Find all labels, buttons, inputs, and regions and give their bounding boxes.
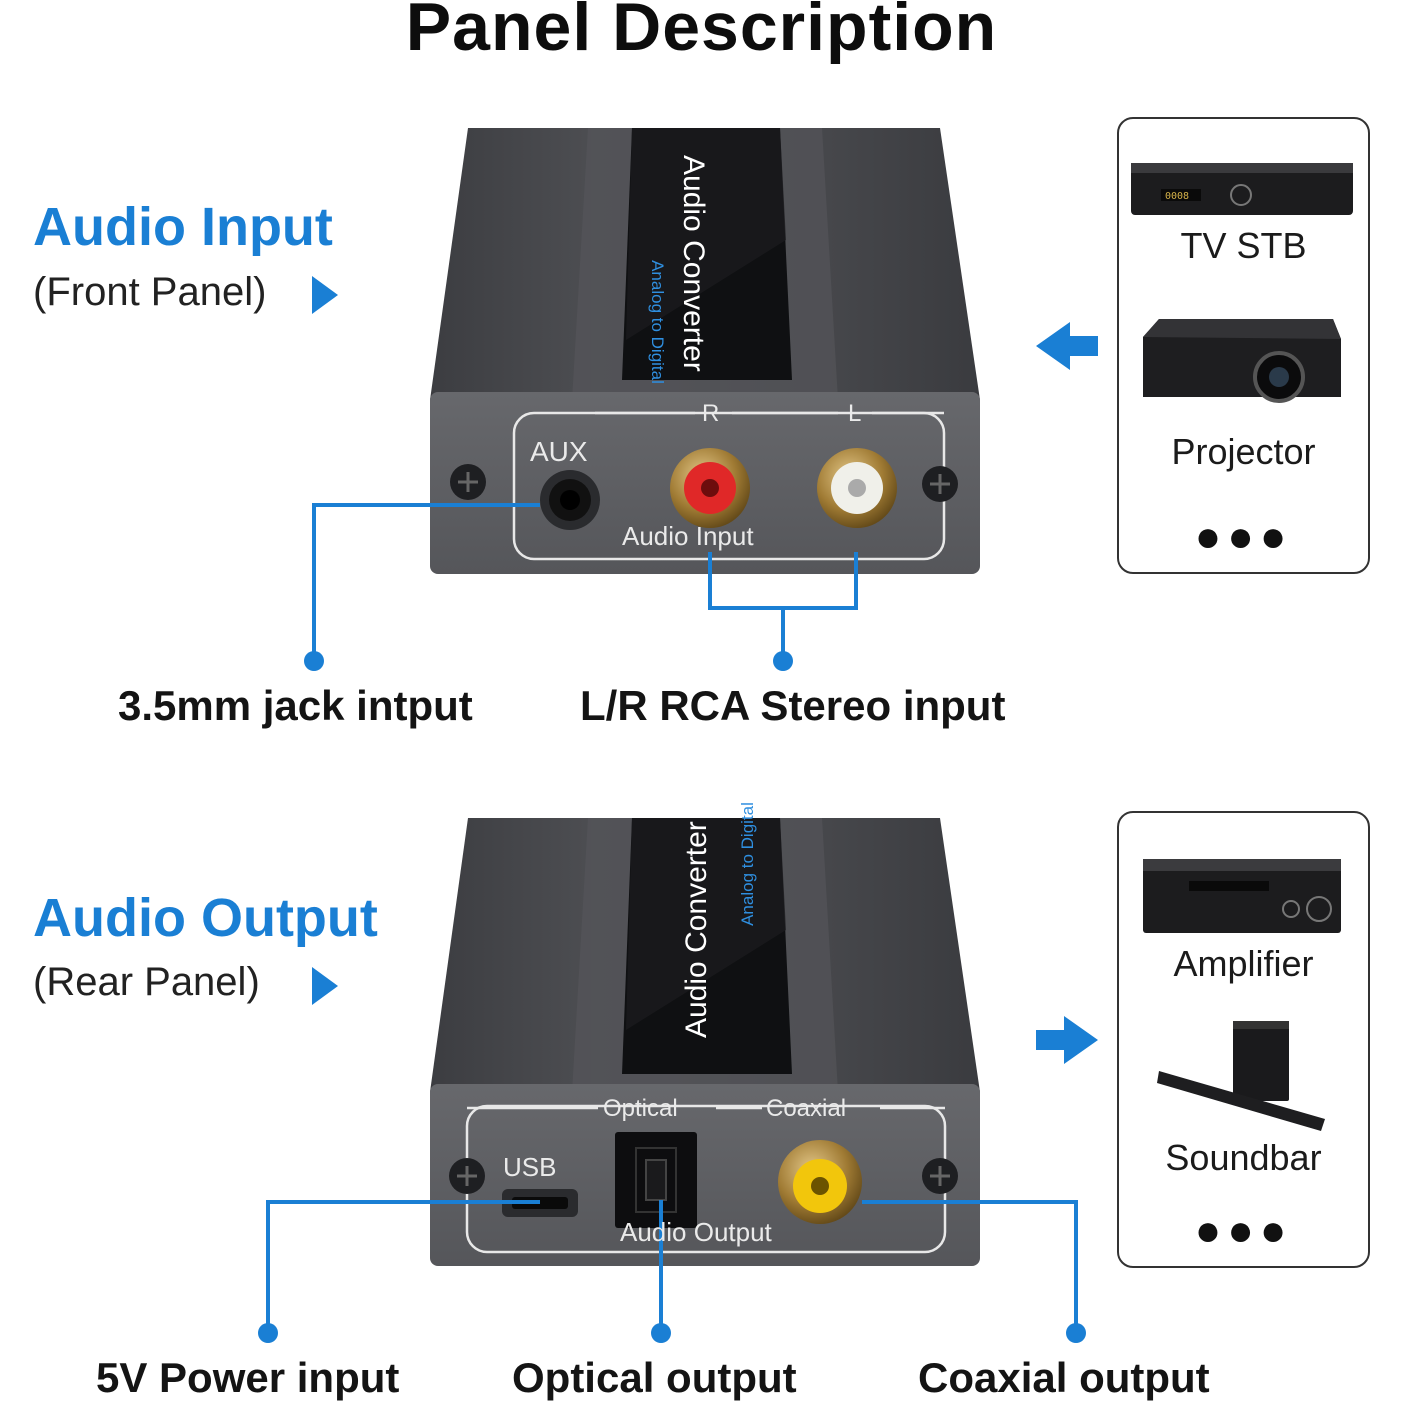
rear-face [430, 1084, 980, 1266]
play-triangle-icon [312, 967, 338, 1005]
callout-coaxial-output: Coaxial output [918, 1354, 1210, 1401]
target-label-amplifier: Amplifier [1173, 943, 1314, 984]
callout-rca-stereo-input: L/R RCA Stereo input [580, 682, 1006, 729]
port-label-l: L [848, 400, 862, 427]
more-devices-ellipsis: ●●● [1194, 512, 1293, 561]
rear-callout-connectors [266, 1200, 1078, 1332]
aux-jack-icon [540, 470, 600, 530]
panel-label-audio-input: Audio Input [622, 521, 754, 551]
target-label-soundbar: Soundbar [1165, 1137, 1322, 1178]
device-top-sublabel: Analog to Digital [738, 802, 757, 926]
tv-stb-icon: 0008 [1131, 163, 1353, 215]
optical-port-icon [615, 1132, 697, 1228]
callout-dot [651, 1323, 671, 1343]
projector-icon [1143, 319, 1341, 403]
callout-dot [773, 651, 793, 671]
panel-label-audio-output: Audio Output [620, 1217, 772, 1247]
device-top-label: Audio Converter [680, 821, 713, 1038]
port-label-optical: Optical [603, 1095, 678, 1122]
screw-icon [449, 1158, 485, 1194]
source-devices-card: 0008 TV STB Projector ●●● [1117, 117, 1370, 574]
port-label-usb: USB [503, 1152, 557, 1182]
device-top-label: Audio Converter [677, 155, 710, 372]
callout-dot [258, 1323, 278, 1343]
rca-coaxial-jack-icon [778, 1140, 862, 1224]
source-label-projector: Projector [1171, 431, 1316, 472]
audio-input-heading: Audio Input [33, 197, 333, 257]
arrow-left-icon [1036, 322, 1098, 370]
rca-white-jack-icon [817, 448, 897, 528]
port-label-aux: AUX [530, 436, 588, 467]
callout-dot [1066, 1323, 1086, 1343]
svg-text:0008: 0008 [1165, 191, 1189, 202]
port-label-r: R [702, 400, 720, 427]
soundbar-icon [1157, 1021, 1325, 1131]
target-devices-card: Amplifier Soundbar ●●● [1117, 811, 1370, 1268]
rear-converter-device [430, 818, 980, 1266]
callout-35mm-jack-input: 3.5mm jack intput [118, 682, 473, 729]
front-converter-device [430, 128, 980, 574]
page-title: Panel Description [405, 0, 998, 65]
rca-red-jack-icon [670, 448, 750, 528]
audio-output-heading: Audio Output [33, 888, 378, 948]
screw-icon [450, 464, 486, 500]
screw-icon [922, 1158, 958, 1194]
play-triangle-icon [312, 276, 338, 314]
rear-panel-subheading: (Rear Panel) [33, 960, 260, 1004]
device-top-sublabel: Analog to Digital [648, 260, 667, 384]
more-devices-ellipsis: ●●● [1194, 1206, 1293, 1255]
front-panel-subheading: (Front Panel) [33, 270, 267, 314]
source-label-tv-stb: TV STB [1180, 225, 1307, 266]
callout-optical-output: Optical output [512, 1354, 797, 1401]
callout-dot [304, 651, 324, 671]
arrow-right-icon [1036, 1016, 1098, 1064]
screw-icon [922, 466, 958, 502]
port-label-coaxial: Coaxial [766, 1095, 847, 1122]
amplifier-icon [1143, 859, 1341, 933]
callout-5v-power-input: 5V Power input [96, 1354, 400, 1401]
